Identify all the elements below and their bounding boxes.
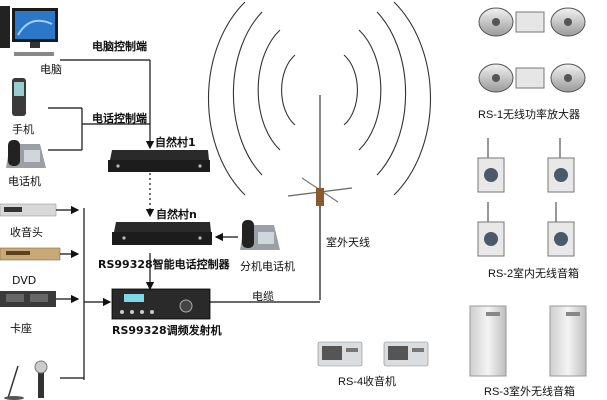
rs4-label: RS-4收音机 — [338, 374, 396, 388]
phone-controller-label: RS99328智能电话控制器 — [98, 257, 231, 271]
village-1-label: 自然村1 — [155, 135, 196, 149]
radio-tuner-label: 收音头 — [10, 225, 43, 239]
rs2-indoor-speaker-icon — [477, 138, 575, 257]
computer-control-label: 电脑控制端 — [92, 39, 147, 53]
phone-control-label: 电话控制端 — [92, 111, 147, 125]
computer-label: 电脑 — [40, 63, 62, 76]
radio-tuner-icon — [0, 203, 57, 217]
extension-phone-icon — [240, 220, 280, 250]
microphone-icon — [4, 360, 48, 400]
radio-waves — [208, 1, 431, 196]
antenna-label: 室外天线 — [326, 235, 370, 249]
rs3-outdoor-speaker-icon — [469, 305, 587, 377]
cable-label: 电缆 — [252, 290, 274, 303]
fm-transmitter-icon — [111, 288, 211, 320]
fm-transmitter-label: RS99328调频发射机 — [112, 323, 222, 337]
rs1-amplifier-icon — [478, 7, 586, 93]
rs2-label: RS-2室内无线音箱 — [488, 266, 579, 280]
mobile-phone-icon — [12, 78, 26, 116]
telephone-icon — [6, 140, 46, 168]
computer-icon — [0, 6, 58, 56]
rs4-radio-icon — [317, 341, 429, 367]
extension-phone-label: 分机电话机 — [240, 259, 295, 273]
village-n-label: 自然村n — [156, 207, 197, 221]
connector-lines — [48, 59, 320, 380]
mobile-phone-label: 手机 — [12, 122, 34, 136]
dvd-label: DVD — [12, 274, 36, 287]
dvd-player-icon — [0, 247, 61, 261]
rs3-label: RS-3室外无线音箱 — [484, 384, 575, 398]
rs1-label: RS-1无线功率放大器 — [478, 107, 580, 121]
village-controller-n-icon — [112, 222, 212, 245]
cassette-label: 卡座 — [10, 321, 32, 335]
telephone-label: 电话机 — [8, 174, 41, 188]
cassette-deck-icon — [0, 291, 56, 307]
village-controller-1-icon — [108, 150, 210, 172]
antenna-icon — [287, 95, 353, 300]
